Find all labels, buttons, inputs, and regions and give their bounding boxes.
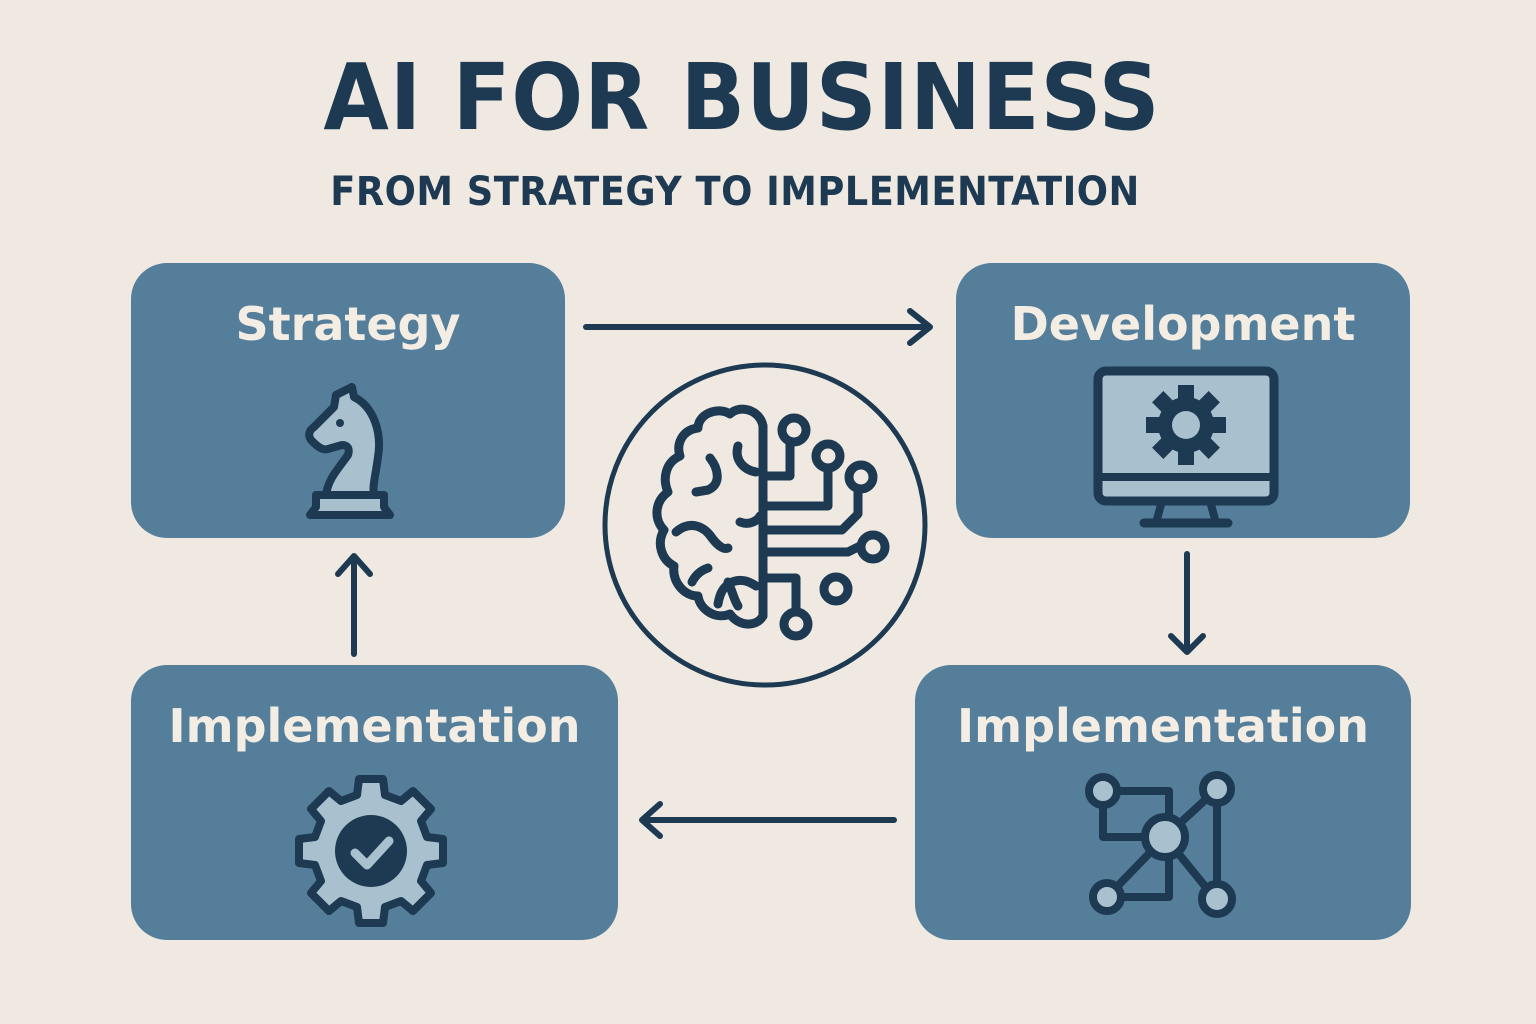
arrow-right-icon: [583, 308, 933, 346]
arrow-left-icon: [639, 801, 897, 839]
card-implementation-deploy: Implementation: [915, 665, 1411, 940]
card-strategy: Strategy: [131, 263, 565, 538]
card-label: Strategy: [235, 297, 461, 351]
page-title: AI FOR BUSINESS: [323, 44, 1161, 151]
ai-brain-circuit-icon: [602, 362, 928, 688]
page-subtitle: FROM STRATEGY TO IMPLEMENTATION: [330, 169, 1140, 215]
arrow-down-icon: [1168, 551, 1206, 655]
gear-check-icon: [295, 775, 447, 927]
card-label: Implementation: [957, 699, 1369, 753]
card-label: Implementation: [168, 699, 581, 753]
arrow-up-icon: [335, 553, 373, 657]
chess-knight-icon: [305, 383, 394, 519]
network-nodes-icon: [1085, 771, 1236, 918]
card-implementation-operate: Implementation: [131, 665, 618, 940]
card-development: Development: [956, 263, 1410, 538]
monitor-gear-icon: [1093, 366, 1279, 528]
card-label: Development: [1010, 297, 1356, 351]
